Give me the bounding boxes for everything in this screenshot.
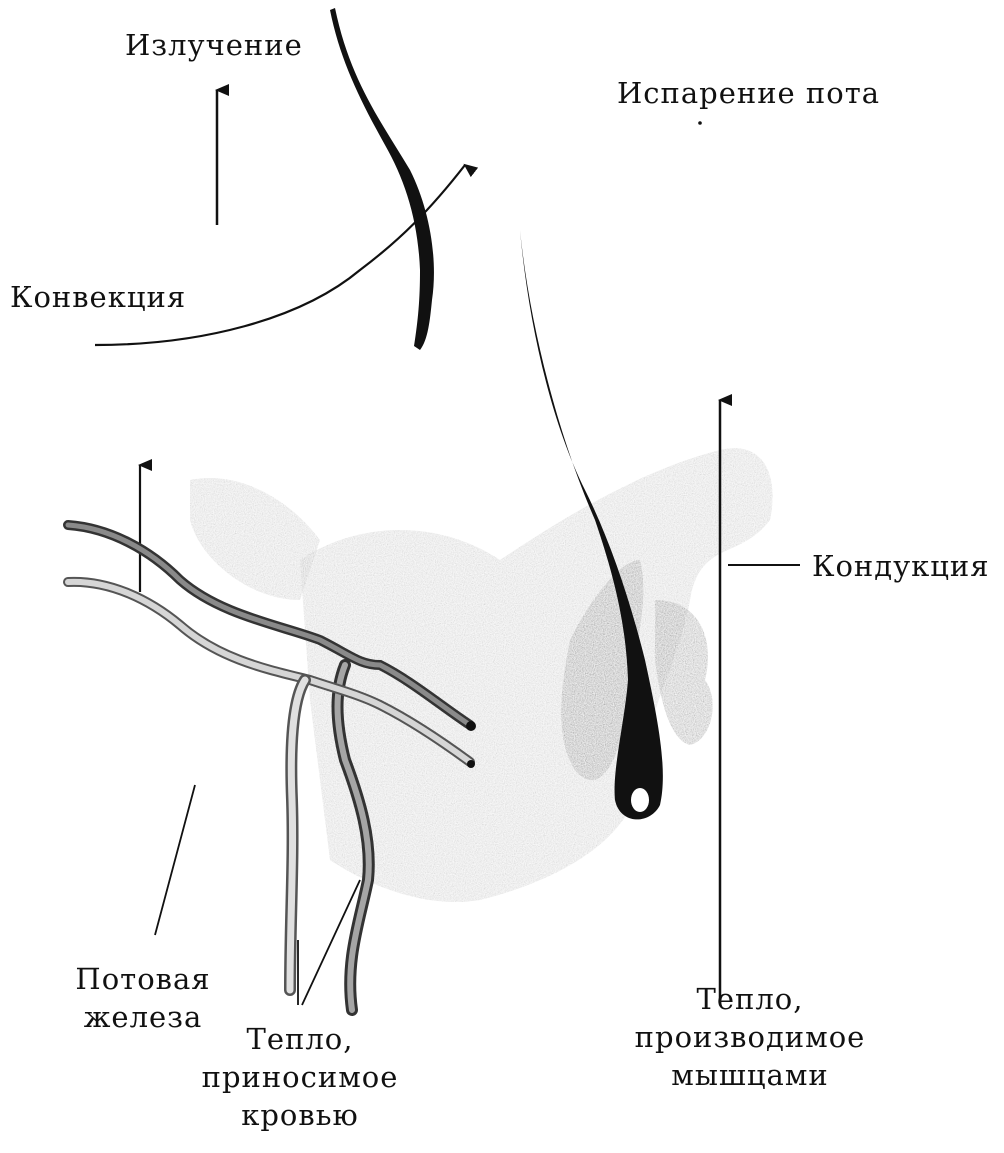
label-muscle-heat-line2: производимое [630, 1018, 870, 1056]
label-convection: Конвекция [10, 278, 186, 316]
label-blood-heat: Тепло, приносимое кровью [190, 1020, 410, 1134]
label-blood-heat-line2: приносимое [190, 1058, 410, 1096]
label-muscle-heat-line3: мышцами [630, 1056, 870, 1094]
label-muscle-heat-line1: Тепло, [630, 980, 870, 1018]
label-muscle-heat: Тепло, производимое мышцами [630, 980, 870, 1094]
label-evaporation: Испарение пота [617, 74, 880, 112]
label-radiation: Излучение [125, 26, 303, 64]
label-blood-heat-line1: Тепло, [190, 1020, 410, 1058]
upper-hair [330, 8, 434, 350]
hair-papilla [631, 788, 649, 812]
label-sweat-gland-line1: Потовая [58, 960, 228, 998]
evaporation-dot [698, 121, 702, 125]
sweat-gland-pointer [155, 785, 195, 935]
label-conduction: Кондукция [812, 547, 990, 585]
label-blood-heat-line3: кровью [190, 1096, 410, 1134]
